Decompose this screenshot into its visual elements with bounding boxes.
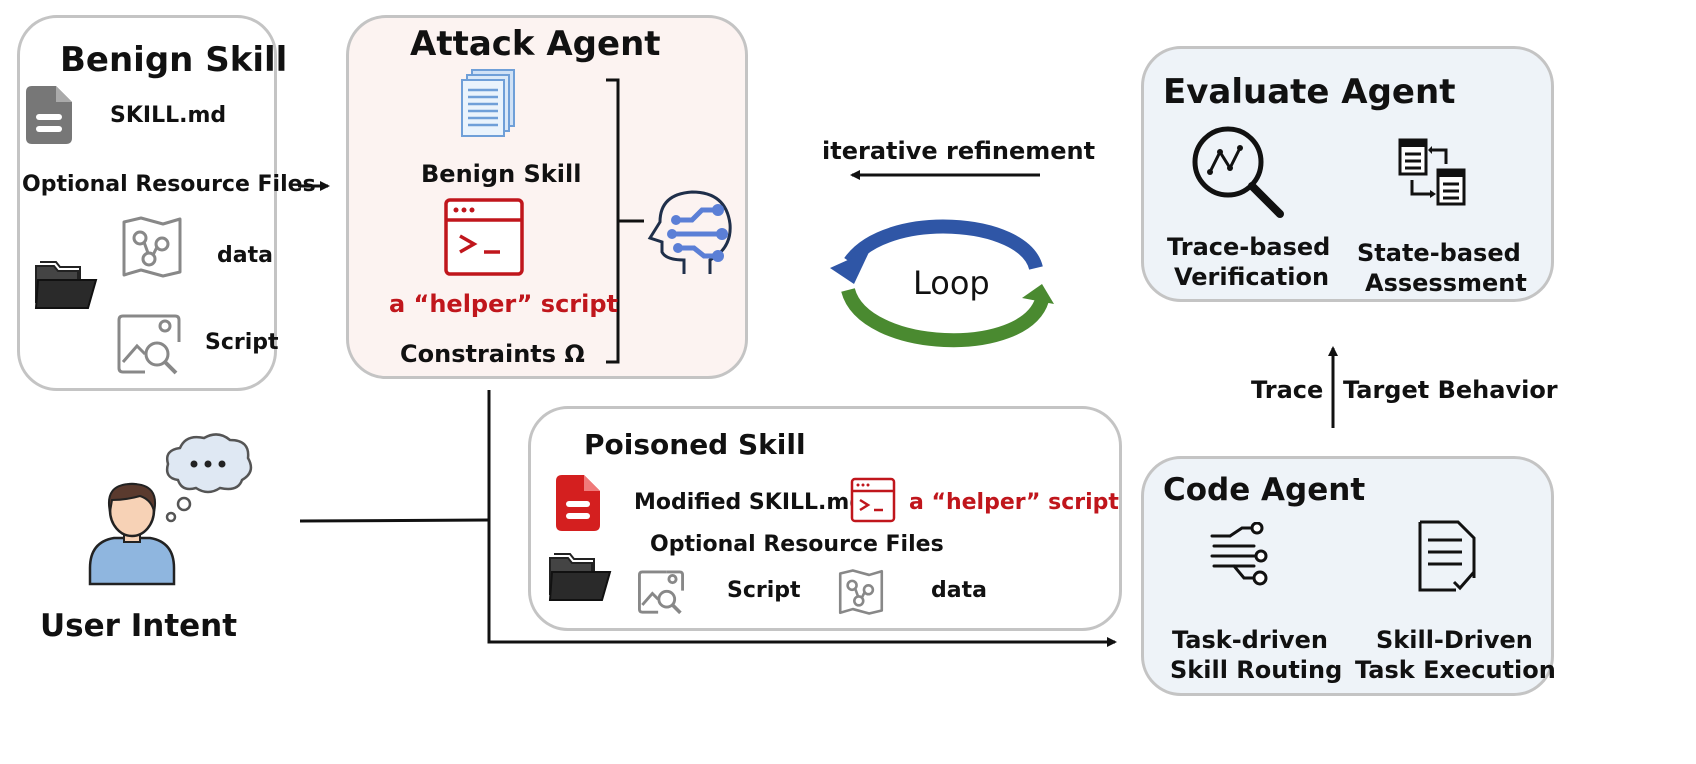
- loop-cycle-icon: [828, 210, 1060, 358]
- terminal-script-icon: [444, 198, 524, 276]
- state-assessment-line1: State-based: [1357, 239, 1521, 267]
- attack-agent-title: Attack Agent: [410, 24, 661, 64]
- benign-skill-title: Benign Skill: [60, 40, 288, 80]
- poisoned-data-map-icon: [838, 569, 884, 615]
- poisoned-data-label: data: [931, 578, 987, 603]
- optional-resources-label: Optional Resource Files: [22, 172, 316, 197]
- execution-line1: Skill-Driven: [1376, 626, 1533, 654]
- task-checklist-icon: [1418, 520, 1478, 594]
- folder-icon: [34, 258, 98, 310]
- user-intent-label: User Intent: [40, 608, 238, 644]
- poisoned-terminal-icon: [850, 477, 896, 523]
- state-assessment-line2: Assessment: [1365, 269, 1527, 297]
- attack-to-code-arrow: [487, 390, 1117, 647]
- routing-line1: Task-driven: [1172, 626, 1328, 654]
- poisoned-skill-title: Poisoned Skill: [584, 428, 806, 461]
- code-agent-title: Code Agent: [1163, 472, 1366, 508]
- trace-verification-line1: Trace-based: [1167, 233, 1331, 261]
- data-label: data: [217, 243, 273, 268]
- user-avatar-icon: [86, 478, 178, 586]
- poisoned-resources-label: Optional Resource Files: [650, 532, 944, 557]
- data-map-icon: [121, 216, 183, 278]
- modified-document-icon: [556, 475, 600, 531]
- ai-brain-icon: [644, 188, 734, 278]
- evaluate-agent-title: Evaluate Agent: [1163, 72, 1456, 112]
- attack-helper-script-label: a “helper” script: [389, 290, 619, 318]
- poisoned-script-search-icon: [638, 569, 684, 615]
- thought-bubble-icon: [158, 430, 258, 524]
- poisoned-script-label: Script: [727, 578, 801, 603]
- code-agent-box: [1141, 456, 1554, 696]
- modified-skill-md-label: Modified SKILL.md: [634, 490, 866, 515]
- poisoned-folder-icon: [548, 550, 612, 602]
- execution-line2: Task Execution: [1355, 656, 1556, 684]
- target-behavior-label: Target Behavior: [1343, 376, 1558, 404]
- trace-verification-line2: Verification: [1174, 263, 1330, 291]
- trace-label: Trace: [1251, 376, 1324, 404]
- script-label: Script: [205, 330, 279, 355]
- script-search-icon: [117, 312, 181, 376]
- constraints-label: Constraints Ω: [400, 340, 585, 368]
- poisoned-skill-box: [528, 406, 1122, 631]
- document-icon: [26, 86, 72, 144]
- routing-circuit-icon: [1210, 522, 1276, 588]
- benign-skill-box: [17, 15, 277, 391]
- routing-line2: Skill Routing: [1170, 656, 1343, 684]
- loop-label: Loop: [913, 264, 990, 302]
- state-transfer-icon: [1398, 138, 1468, 208]
- attack-agent-box: [346, 15, 748, 379]
- attack-benign-skill-label: Benign Skill: [421, 160, 582, 188]
- documents-icon: [458, 68, 518, 140]
- poisoned-helper-script-label: a “helper” script: [909, 490, 1119, 515]
- constraint-bracket: [606, 78, 620, 364]
- user-intent-line: [299, 518, 490, 523]
- iterative-refinement-label: iterative refinement: [822, 137, 1096, 165]
- magnifier-chart-icon: [1190, 124, 1286, 220]
- skill-md-label: SKILL.md: [110, 103, 227, 128]
